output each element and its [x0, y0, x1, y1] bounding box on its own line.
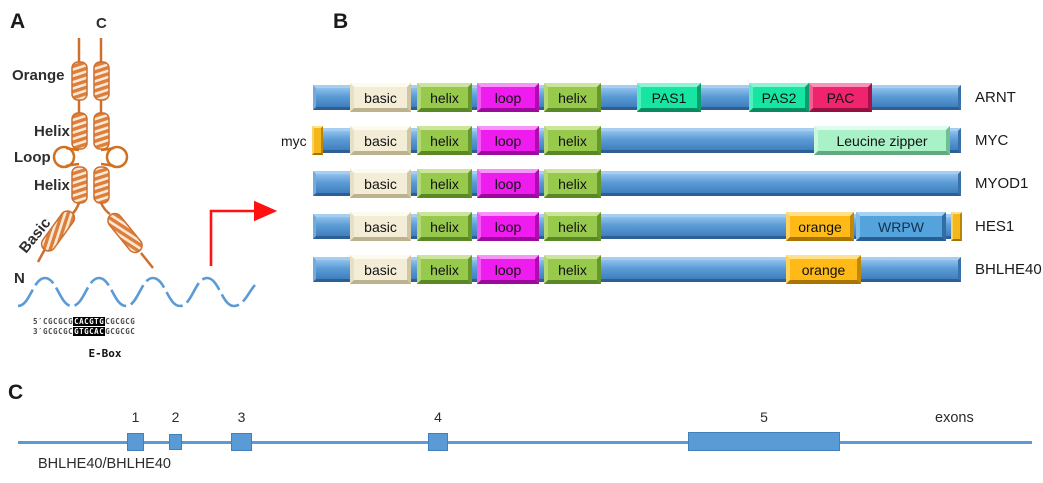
transcription-arrow [209, 200, 278, 266]
domain-basic: basic [350, 126, 411, 155]
orange-coil-left [71, 61, 88, 101]
panel-a-label: A [10, 10, 26, 33]
exon-number-1: 1 [131, 409, 140, 425]
domain-basic: basic [350, 169, 411, 198]
exon-number-2: 2 [171, 409, 180, 425]
exon-1 [127, 433, 144, 451]
panel-c-label: C [8, 381, 24, 404]
domain-helix: helix [544, 83, 601, 112]
dna-wave [17, 276, 256, 308]
ebox-core-top: CACGTG [73, 317, 106, 326]
domain-orange: orange [786, 255, 861, 284]
helix-coils [40, 61, 143, 254]
coil-stems [36, 38, 154, 269]
orange-coil-right [93, 61, 110, 101]
left-label-myc: myc [281, 133, 307, 149]
exon-5 [688, 432, 840, 451]
domain-loop: loop [477, 255, 539, 284]
ebox-strand-top: 5′CGCGCGCACGTGCGCGCG [33, 317, 136, 326]
domain-loop: loop [477, 169, 539, 198]
helix1-coil-right [93, 112, 110, 150]
ebox-sequence: 5′CGCGCGCACGTGCGCGCG 3′GCGCGCGTGCACGCGCG… [33, 317, 135, 337]
domain-loop: loop [477, 126, 539, 155]
protein-name-hes1: HES1 [975, 218, 1015, 235]
exon-number-3: 3 [237, 409, 246, 425]
domain-loop: loop [477, 83, 539, 112]
domain-tag [312, 126, 323, 155]
ebox-label: E-Box [88, 347, 122, 360]
basic-coil-left [40, 210, 76, 252]
panel-b-label: B [333, 10, 349, 33]
protein-name-bhlhe40: BHLHE40 [975, 261, 1042, 278]
domain-helix: helix [417, 126, 472, 155]
exons-label: exons [935, 410, 974, 426]
exon-4 [428, 433, 448, 451]
domain-loop: loop [477, 212, 539, 241]
domain-leucine-zipper: Leucine zipper [814, 126, 950, 155]
domain-pac: PAC [809, 83, 872, 112]
domain-helix: helix [544, 212, 601, 241]
domain-helix: helix [544, 255, 601, 284]
protein-name-arnt: ARNT [975, 89, 1016, 106]
domain-pas2: PAS2 [749, 83, 809, 112]
basic-coil-right [107, 212, 143, 254]
domain-pas1: PAS1 [637, 83, 701, 112]
gene-name-label: BHLHE40/BHLHE40 [38, 456, 171, 472]
domain-helix: helix [417, 255, 472, 284]
c-terminus-label: C [96, 15, 107, 32]
ebox-core-bottom: GTGCAC [73, 327, 106, 336]
exon-number-5: 5 [760, 409, 768, 425]
protein-name-myc: MYC [975, 132, 1009, 149]
loop-label: Loop [14, 149, 51, 166]
domain-basic: basic [350, 83, 411, 112]
exon-2 [169, 434, 182, 450]
domain-wrpw: WRPW [856, 212, 946, 241]
loop-circles [52, 145, 129, 169]
exon-number-4: 4 [434, 409, 442, 425]
domain-orange: orange [786, 212, 854, 241]
orange-domain-label: Orange [12, 67, 65, 84]
exon-3 [231, 433, 252, 451]
gene-line [18, 441, 1032, 444]
helix2-coil-right [93, 166, 110, 204]
ebox-strand-bottom: 3′GCGCGCGTGCACGCGCGC [33, 327, 136, 336]
domain-helix: helix [417, 212, 472, 241]
helix2-coil-left [71, 166, 88, 204]
protein-name-myod1: MYOD1 [975, 175, 1029, 192]
domain-helix: helix [417, 169, 472, 198]
n-terminus-label: N [14, 270, 25, 287]
bhlh-dimer-drawing: C Orange Helix Loop Helix Basic N [12, 15, 278, 308]
domain-basic: basic [350, 255, 411, 284]
domain-basic: basic [350, 212, 411, 241]
domain-helix: helix [544, 169, 601, 198]
domain-helix: helix [417, 83, 472, 112]
helix1-coil-left [71, 112, 88, 150]
helix-top-label: Helix [34, 123, 71, 140]
domain-helix: helix [544, 126, 601, 155]
helix-bottom-label: Helix [34, 177, 71, 194]
domain-tag [951, 212, 962, 241]
